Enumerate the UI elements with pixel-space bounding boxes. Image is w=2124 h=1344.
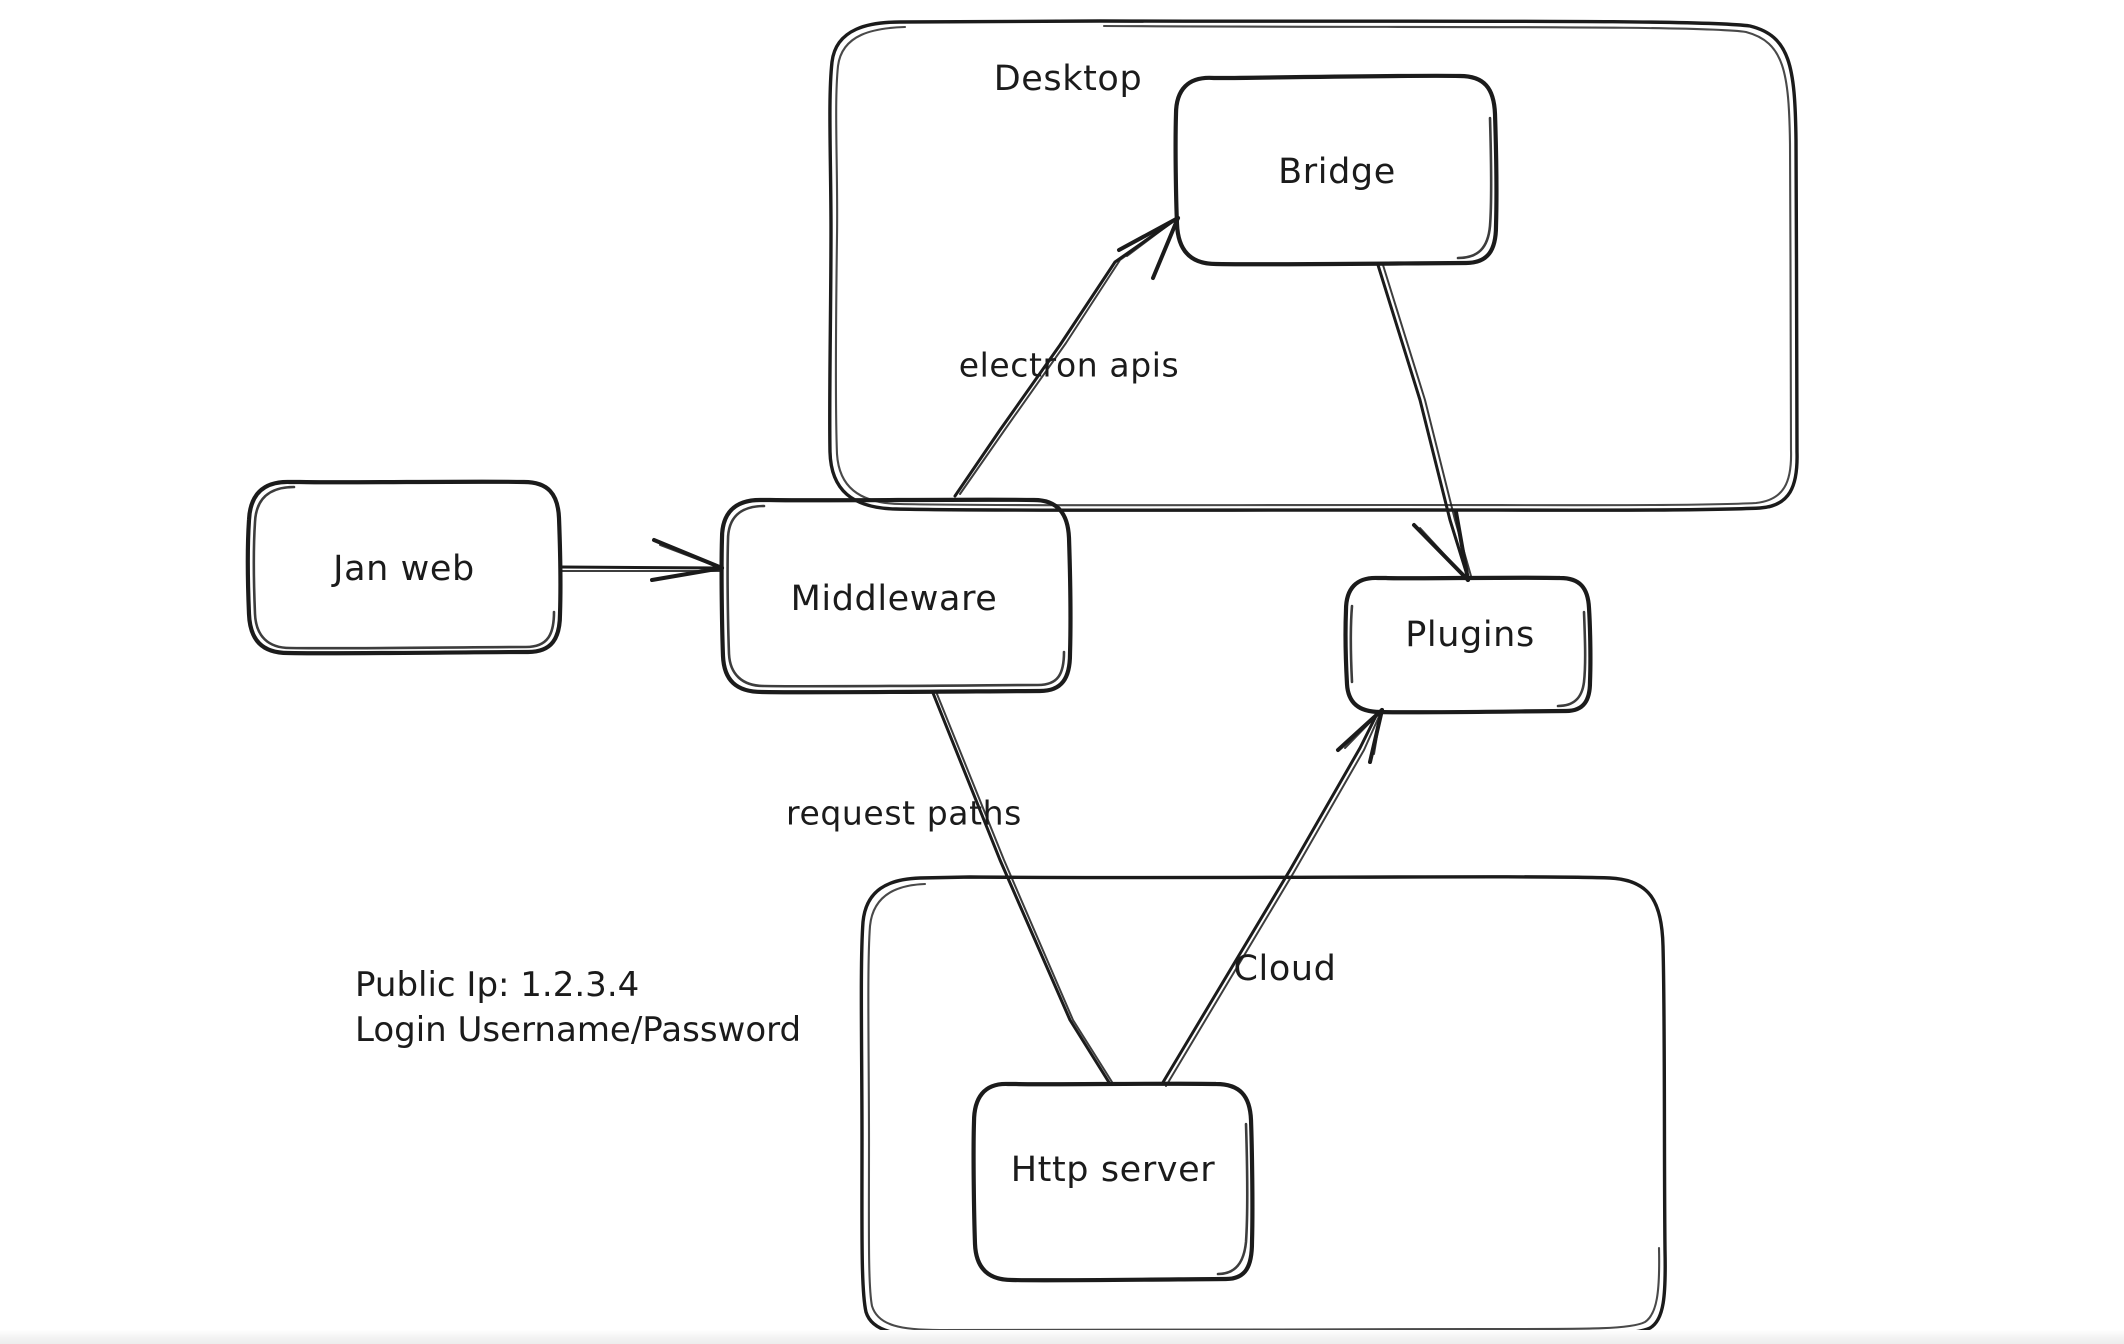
- node-plugins[interactable]: [1343, 575, 1593, 715]
- edge-middleware-to-httpserver: [931, 691, 1113, 1086]
- node-http-server[interactable]: [971, 1081, 1255, 1283]
- edge-bridge-to-plugins: [1376, 263, 1472, 582]
- node-bridge[interactable]: [1173, 73, 1499, 267]
- container-label-desktop: Desktop: [993, 59, 1143, 99]
- note-line-public-ip: Public Ip: 1.2.3.4: [355, 965, 640, 1005]
- node-jan-web[interactable]: [245, 479, 563, 656]
- node-label-jan-web: Jan web: [333, 549, 475, 589]
- edge-httpserver-to-plugins: [1160, 708, 1384, 1087]
- node-label-middleware: Middleware: [790, 579, 998, 619]
- edge-label-electron-apis: electron apis: [958, 345, 1180, 385]
- bottom-edge-band: [0, 1330, 2124, 1344]
- node-middleware[interactable]: [719, 497, 1073, 695]
- node-label-bridge: Bridge: [1278, 152, 1396, 192]
- node-label-http-server: Http server: [1010, 1150, 1216, 1190]
- node-label-plugins: Plugins: [1405, 615, 1535, 655]
- connection-note: Public Ip: 1.2.3.4 Login Username/Passwo…: [355, 963, 801, 1053]
- container-label-cloud: Cloud: [1233, 949, 1337, 989]
- edge-middleware-to-bridge: [953, 216, 1180, 498]
- note-line-login: Login Username/Password: [355, 1009, 802, 1050]
- container-desktop[interactable]: [828, 19, 1799, 512]
- edge-label-request-paths: request paths: [786, 793, 1022, 833]
- edge-janweb-to-middleware: [558, 538, 724, 582]
